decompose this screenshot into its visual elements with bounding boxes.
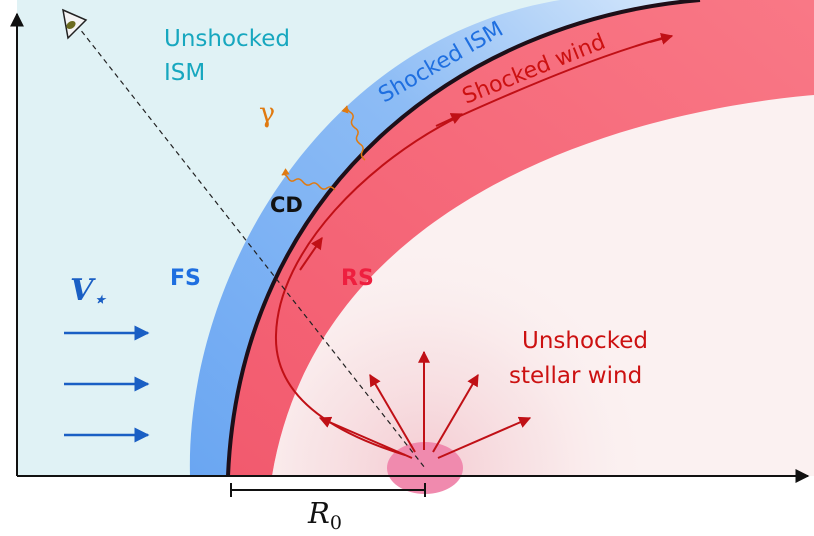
contact-discontinuity <box>226 0 701 477</box>
wind-flow-streamline <box>274 35 671 456</box>
flow-arrow <box>649 33 674 45</box>
r0-scale-bar <box>230 483 426 497</box>
gamma-ray-arrows <box>281 105 366 191</box>
line-of-sight <box>75 23 426 469</box>
label-unshocked-wind-2: stellar wind <box>509 363 642 389</box>
shocked-ism-band <box>189 0 700 476</box>
shocked-wind-band <box>228 0 814 476</box>
label-rs: RS <box>341 266 374 291</box>
wind-arrow <box>437 416 532 459</box>
r0-subscript: 0 <box>330 512 342 534</box>
label-unshocked-ism-1: Unshocked <box>164 26 290 52</box>
gamma-wave <box>341 105 366 161</box>
wind-arrow <box>369 373 416 453</box>
velocity-arrows <box>64 325 150 443</box>
label-unshocked-ism-2: ISM <box>164 60 205 86</box>
flow-arrow <box>299 237 323 271</box>
label-fs: FS <box>170 266 201 291</box>
eye-icon <box>62 8 88 40</box>
velocity-subscript: ⋆ <box>93 287 107 311</box>
label-gamma: γ <box>259 98 275 129</box>
flow-arrow <box>435 113 464 127</box>
wind-arrow <box>432 373 479 453</box>
gamma-wave <box>281 168 336 191</box>
label-velocity: V⋆ <box>70 273 107 311</box>
label-cd: CD <box>270 193 303 217</box>
label-unshocked-wind-1: Unshocked <box>522 328 648 354</box>
wind-glow <box>272 95 814 476</box>
velocity-symbol: V <box>70 273 96 308</box>
label-r0: R0 <box>307 496 342 534</box>
r0-symbol: R <box>307 496 330 530</box>
